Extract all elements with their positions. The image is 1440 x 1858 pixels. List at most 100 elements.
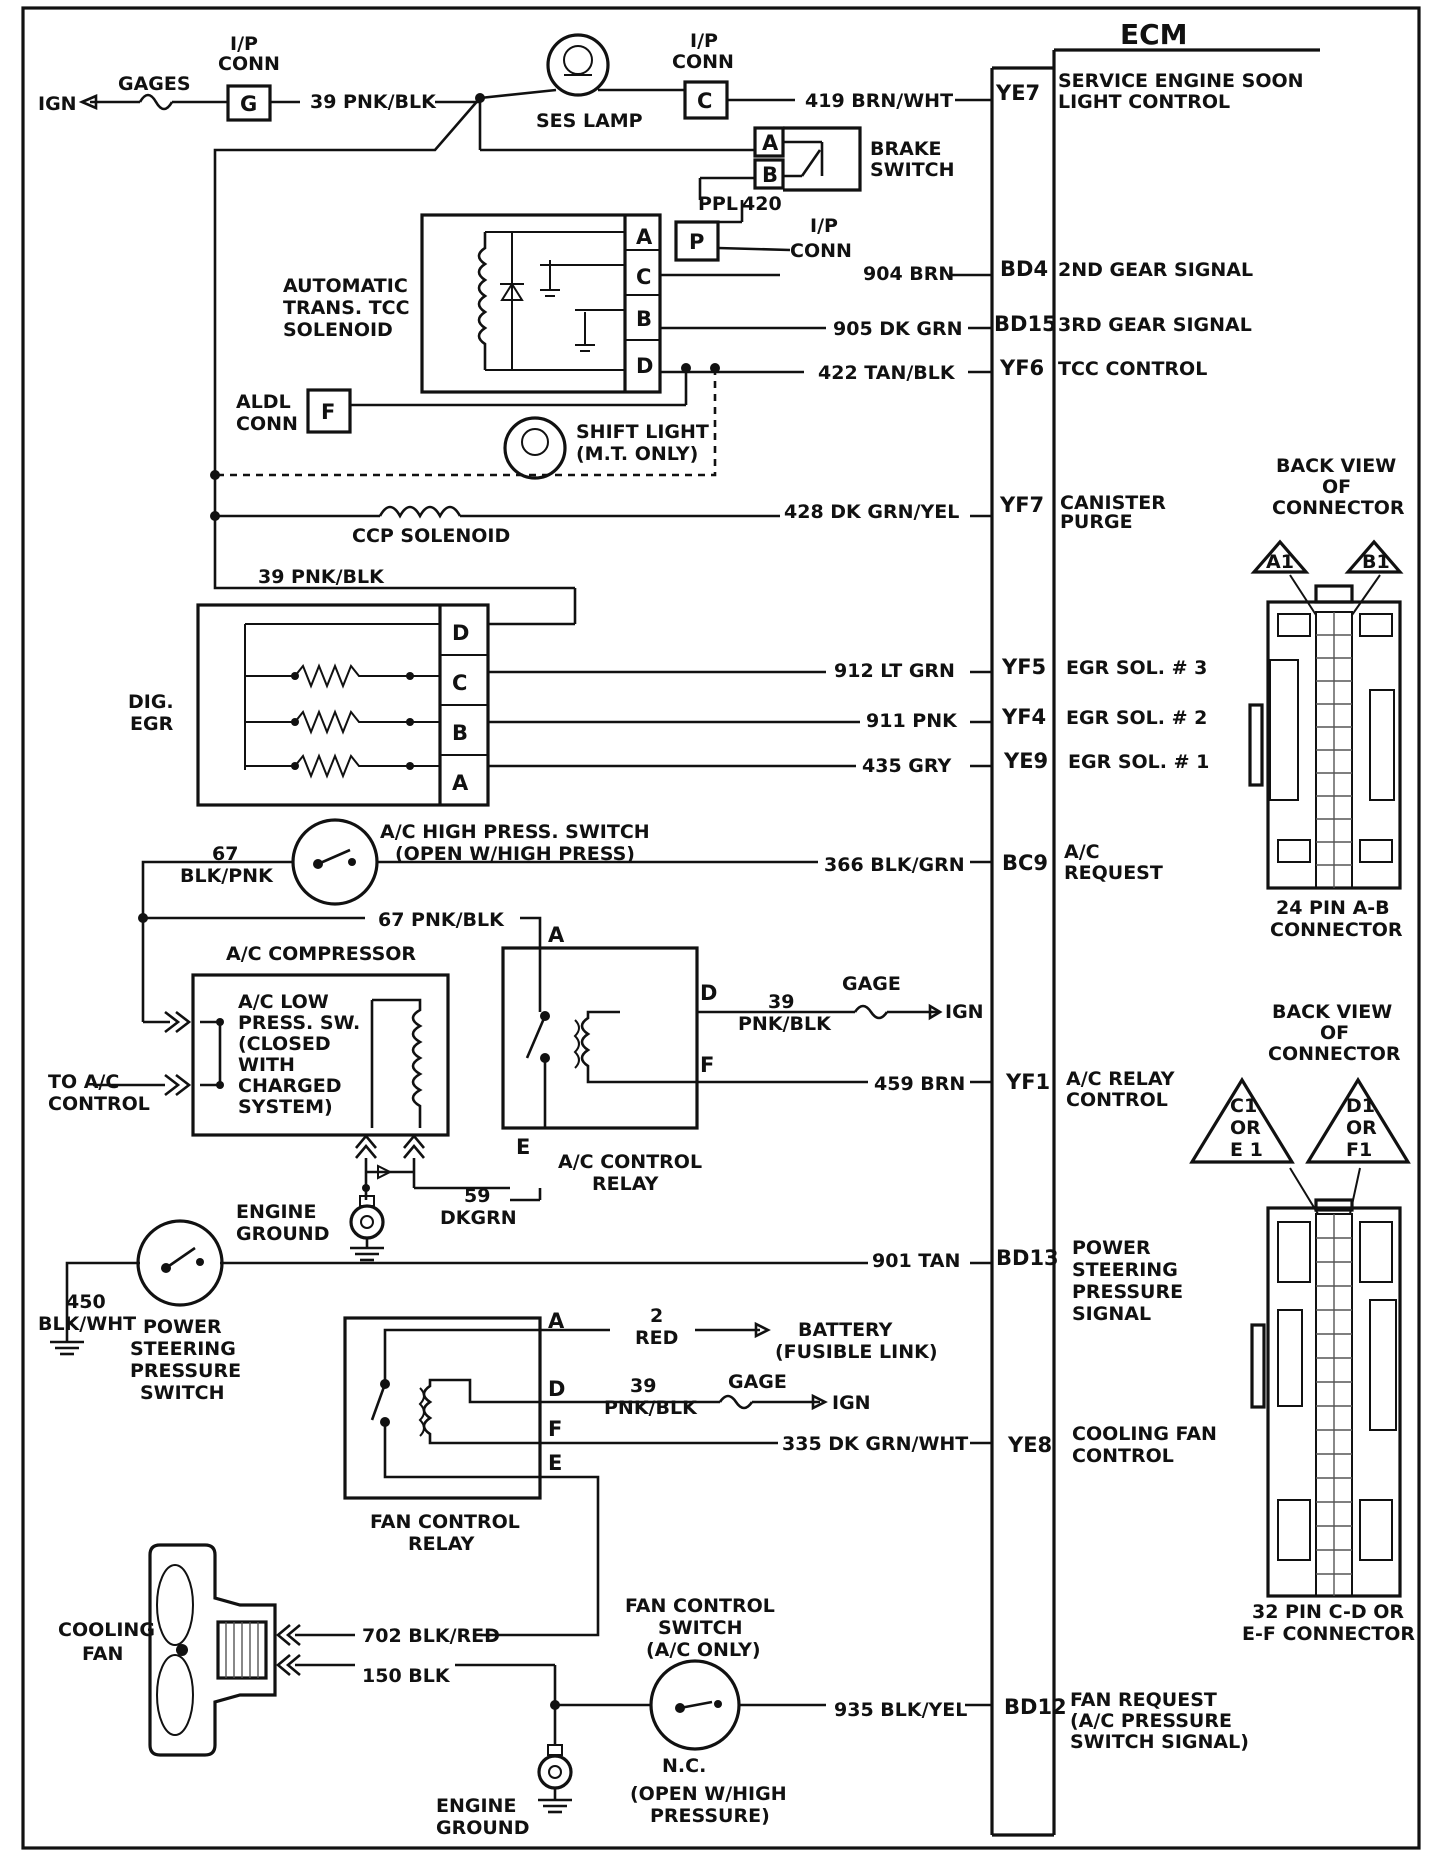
tcc-solenoid: A C B D AUTOMATIC TRANS. TCC SOLENOID (283, 213, 662, 394)
pin-d1-label: D1 (1346, 1095, 1375, 1117)
back-view-label: OF (1322, 476, 1351, 498)
aldl-conn: ALDL CONN F (236, 388, 352, 435)
ac-low-switch-label: A/C LOW (238, 991, 329, 1013)
open-high-label: (OPEN W/HIGH (630, 1783, 787, 1805)
ign-gages: IGN GAGES (38, 73, 191, 115)
ac-high-switch-label: A/C HIGH PRESS. SWITCH (380, 821, 650, 843)
ecm-pin-row: YF7 CANISTER PURGE 428 DK GRN/YEL (784, 492, 1166, 533)
ac-high-switch-label: (OPEN W/HIGH PRESS) (395, 843, 635, 865)
aldl-pin: F (321, 400, 335, 424)
tcc-pin: C (636, 265, 651, 289)
relay-pin: D (700, 981, 717, 1005)
shift-light-label: (M.T. ONLY) (576, 443, 698, 465)
ecm-pin-row: BD13 POWER STEERING PRESSURE SIGNAL 901 … (872, 1237, 1183, 1325)
connector-ab-label: CONNECTOR (1270, 919, 1403, 941)
wire-label: 912 LT GRN (834, 660, 955, 682)
cooling-fan-label: COOLING (58, 1619, 155, 1641)
wire-label: PNK/BLK (738, 1013, 832, 1035)
tcc-pin: D (636, 354, 653, 378)
ac-low-switch-label: PRESS. SW. (238, 1012, 360, 1034)
wire-label: PNK/BLK (604, 1397, 698, 1419)
wire-label: 905 DK GRN (833, 318, 963, 340)
connector-ab-pin-grid (1315, 611, 1353, 889)
ac-high-press-switch: A/C HIGH PRESS. SWITCH (OPEN W/HIGH PRES… (180, 818, 650, 931)
shift-light: SHIFT LIGHT (M.T. ONLY) (503, 416, 709, 480)
ip-conn-label: CONN (218, 53, 280, 75)
ecm-pin-code: YE9 (1003, 749, 1048, 773)
wire-label: 67 (212, 843, 238, 865)
pin-c1-label: E 1 (1230, 1139, 1263, 1161)
wire-label: 419 BRN/WHT (805, 90, 953, 112)
relay-pin: E (548, 1451, 562, 1475)
ps-switch-label: SWITCH (140, 1382, 225, 1404)
ecm-pin-code: YE7 (995, 81, 1040, 105)
wire-label: 702 BLK/RED (362, 1625, 500, 1647)
ecm-pin-desc: EGR SOL. # 3 (1066, 657, 1207, 679)
engine-ground-label: GROUND (436, 1817, 529, 1839)
ecm-pin-row: YF6 TCC CONTROL 422 TAN/BLK (818, 356, 1207, 384)
ecm-pin-code: BD4 (1000, 257, 1048, 281)
ecm-pin-code: BD12 (1004, 1695, 1067, 1719)
ecm-pin-desc: STEERING (1072, 1259, 1178, 1281)
ac-relay-label: A/C CONTROL (558, 1151, 702, 1173)
connector-cd-label: 32 PIN C-D OR (1252, 1601, 1404, 1623)
tcc-label: AUTOMATIC (283, 275, 408, 297)
egr-pin: B (452, 721, 468, 745)
ecm-pin-desc: SERVICE ENGINE SOON (1058, 70, 1304, 92)
relay-pin: F (700, 1053, 714, 1077)
wire-label: 39 (630, 1375, 656, 1397)
ac-compressor-label: A/C COMPRESSOR (226, 943, 416, 965)
ecm-pin-desc: 3RD GEAR SIGNAL (1058, 314, 1252, 336)
wire-label: 39 PNK/BLK (258, 566, 385, 588)
ecm-pin-desc: SIGNAL (1072, 1303, 1151, 1325)
brake-switch: A B BRAKE SWITCH PPL 420 (698, 126, 955, 215)
tcc-pin: A (636, 225, 653, 249)
ses-lamp-label: SES LAMP (536, 110, 643, 132)
ps-switch-label: STEERING (130, 1338, 236, 1360)
junction-dots (138, 93, 720, 1710)
brake-pin: A (762, 131, 779, 155)
aldl-label: ALDL (236, 391, 291, 413)
ccp-label: CCP SOLENOID (352, 525, 510, 547)
to-ac-control-label: TO A/C (48, 1071, 119, 1093)
wire-label: 904 BRN (863, 263, 954, 285)
ip-conn-p: P I/P CONN (674, 215, 852, 262)
connector-cd-pin-grid (1315, 1213, 1353, 1597)
connector-ab-view: BACK VIEW OF CONNECTOR A1 B1 (1248, 455, 1405, 941)
aldl-label: CONN (236, 413, 298, 435)
wire-label: 911 PNK (866, 710, 958, 732)
ecm-pin-desc: REQUEST (1064, 862, 1163, 884)
tcc-label: SOLENOID (283, 319, 393, 341)
back-view-label: BACK VIEW (1272, 1001, 1392, 1023)
connector-cd-label: E-F CONNECTOR (1242, 1623, 1415, 1645)
wire-label: 428 DK GRN/YEL (784, 501, 959, 523)
ecm-pin-desc: 2ND GEAR SIGNAL (1058, 259, 1253, 281)
wire-label: 67 PNK/BLK (378, 909, 505, 931)
connector-cd-view: BACK VIEW OF CONNECTOR C1 OR E 1 D1 OR F… (1189, 1001, 1415, 1645)
relay-pin: A (548, 1309, 565, 1333)
relay-pin: A (548, 923, 565, 947)
ecm-pin-desc: A/C (1064, 841, 1100, 863)
conn-c-pin: C (697, 89, 712, 113)
ecm-pin-row: YE8 COOLING FAN CONTROL 335 DK GRN/WHT (782, 1423, 1217, 1467)
pin-a1-label: A1 (1266, 551, 1294, 573)
ecm-pin-row: BC9 A/C REQUEST 366 BLK/GRN (824, 841, 1163, 884)
ac-low-switch-label: WITH (238, 1054, 295, 1076)
gage-label: GAGE (728, 1371, 787, 1393)
open-high-label: PRESSURE) (650, 1805, 770, 1827)
conn-g-pin: G (240, 92, 257, 116)
ac-compressor: A/C COMPRESSOR A/C LOW PRESS. SW. (CLOSE… (48, 943, 510, 1200)
ecm-pin-row: BD4 2ND GEAR SIGNAL 904 BRN (863, 257, 1253, 285)
tcc-pin: B (636, 307, 652, 331)
ecm-pin-code: BC9 (1002, 851, 1048, 875)
back-view-label: OF (1320, 1022, 1349, 1044)
wire-label: 39 PNK/BLK (310, 91, 437, 113)
pin-c1-label: OR (1230, 1117, 1261, 1139)
ecm-pin-code: YF4 (1001, 705, 1046, 729)
wire-label: DKGRN (440, 1207, 517, 1229)
fan-relay-label: RELAY (408, 1533, 475, 1555)
battery-label: (FUSIBLE LINK) (775, 1341, 938, 1363)
ip-conn-label: I/P (810, 215, 838, 237)
ppl-num: 420 (742, 193, 782, 215)
engine-ground-fan: ENGINE GROUND (436, 1744, 573, 1839)
